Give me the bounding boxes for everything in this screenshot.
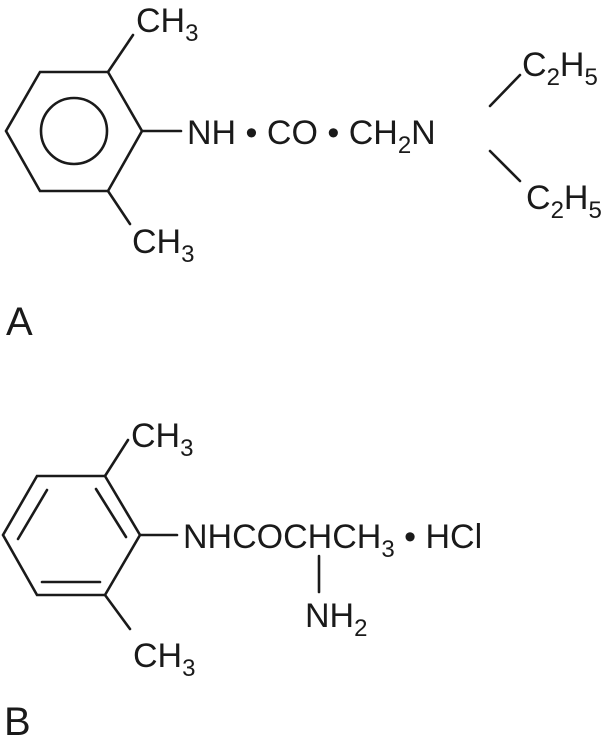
- structure-b: CH3 CH3 NHCOCHCH3 • HCl NH2 B: [1, 417, 482, 744]
- aromatic-circle-a: [39, 96, 109, 166]
- double-bond-inner-left-b: [16, 488, 49, 541]
- ethyl-bond-bottom-a: [488, 149, 522, 183]
- methyl-top-a: CH3: [136, 2, 198, 47]
- ethyl-bond-top-a: [488, 73, 522, 108]
- methyl-top-b: CH3: [131, 417, 193, 462]
- amine-b: NH2: [305, 597, 367, 642]
- ethyl-top-a: C2H5: [522, 46, 598, 91]
- methyl-bond-top-b: [103, 438, 130, 478]
- benzene-ring-b: [1, 474, 142, 597]
- chain-b: NHCOCHCH3 • HCl: [183, 518, 482, 563]
- methyl-bond-top-a: [106, 33, 135, 74]
- label-a: A: [6, 300, 33, 344]
- label-b: B: [4, 700, 31, 744]
- methyl-bottom-a: CH3: [132, 223, 194, 268]
- ethyl-bottom-a: C2H5: [526, 179, 602, 224]
- methyl-bond-bottom-b: [103, 593, 132, 631]
- methyl-bond-bottom-a: [106, 189, 132, 226]
- chain-a: NH • CO • CH2N: [187, 114, 436, 159]
- methyl-bottom-b: CH3: [133, 637, 195, 682]
- double-bond-inner-right-b: [94, 487, 128, 539]
- structure-a: CH3 CH3 NH • CO • CH2N C2H5 C2H5 A: [4, 2, 602, 344]
- benzene-ring-a: [4, 70, 144, 193]
